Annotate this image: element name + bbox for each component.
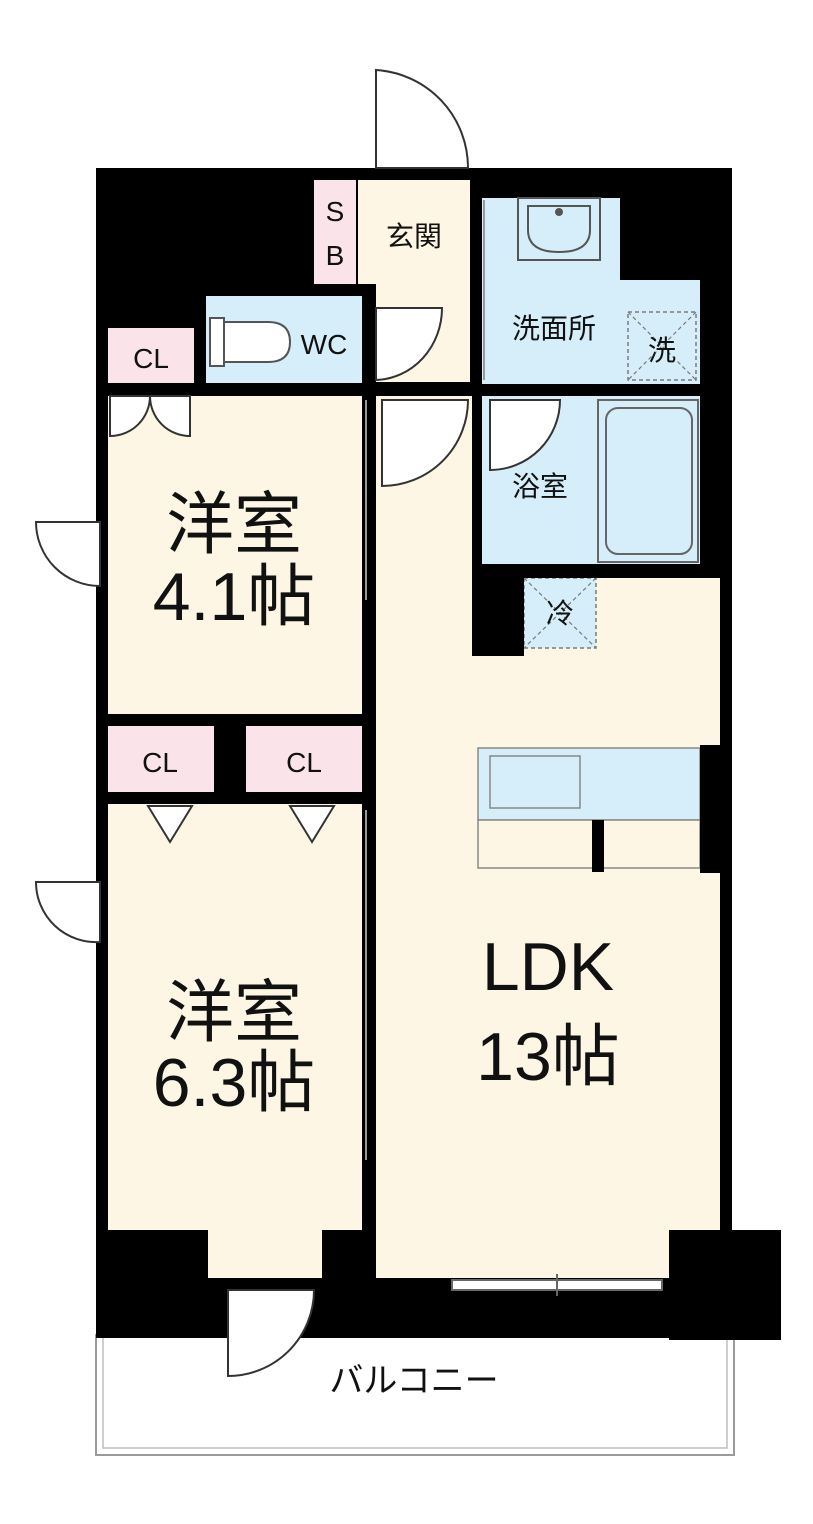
shoe-box (314, 180, 356, 284)
balcony-door (227, 1289, 316, 1378)
closet-top-floor (108, 328, 194, 383)
doors (34, 68, 562, 1378)
shoe-box-label-top: S (326, 196, 345, 227)
closet-top-door-right (148, 395, 191, 438)
window-door-room1 (34, 521, 101, 588)
kitchen-counter (477, 745, 724, 873)
window-door-room2 (34, 881, 101, 944)
western-room-2-size: 6.3帖 (153, 1045, 316, 1121)
toilet-door (375, 307, 444, 382)
ldk-window (451, 1274, 663, 1296)
fridge-label: 冷 (546, 598, 574, 629)
balcony-corner-pillar (669, 1230, 781, 1340)
closet-mid-right-label: CL (286, 747, 322, 778)
western-room-2-name: 洋室 (166, 975, 302, 1051)
washroom-floor (482, 198, 620, 384)
hall-door (381, 399, 470, 488)
western-room-1-floor (108, 396, 362, 714)
ldk-size: 13帖 (476, 1019, 620, 1095)
ldk-floor (376, 576, 720, 1278)
entrance-label: 玄関 (386, 221, 442, 252)
closet-mid-left-label: CL (142, 747, 178, 778)
ldk-name: LDK (482, 929, 614, 1005)
washer-label: 洗 (648, 335, 676, 366)
closet-mid-fold-right (288, 805, 336, 844)
western-room-1-size: 4.1帖 (153, 559, 316, 635)
interior-walls (96, 180, 732, 1338)
closet-top-label: CL (133, 343, 169, 374)
western-room-2-floor-ext (206, 1228, 322, 1278)
western-room-1-name: 洋室 (166, 487, 302, 563)
balcony-label: バルコニー (329, 1362, 498, 1400)
door-tracks (365, 200, 485, 1160)
washbasin (517, 197, 601, 261)
closet-mid-left-floor (108, 726, 214, 792)
bath-label: 浴室 (512, 471, 568, 502)
closet-mid-right-floor (246, 726, 362, 792)
bath-door (489, 399, 562, 472)
washroom-label: 洗面所 (512, 313, 596, 344)
toilet-fixture (209, 317, 292, 367)
closet-mid-fold-left (146, 805, 194, 844)
bathtub (597, 399, 699, 563)
front-door (375, 68, 470, 169)
shoe-box-label-bottom: B (326, 240, 345, 271)
toilet-label: WC (301, 329, 348, 360)
western-room-2-floor (108, 802, 362, 1230)
